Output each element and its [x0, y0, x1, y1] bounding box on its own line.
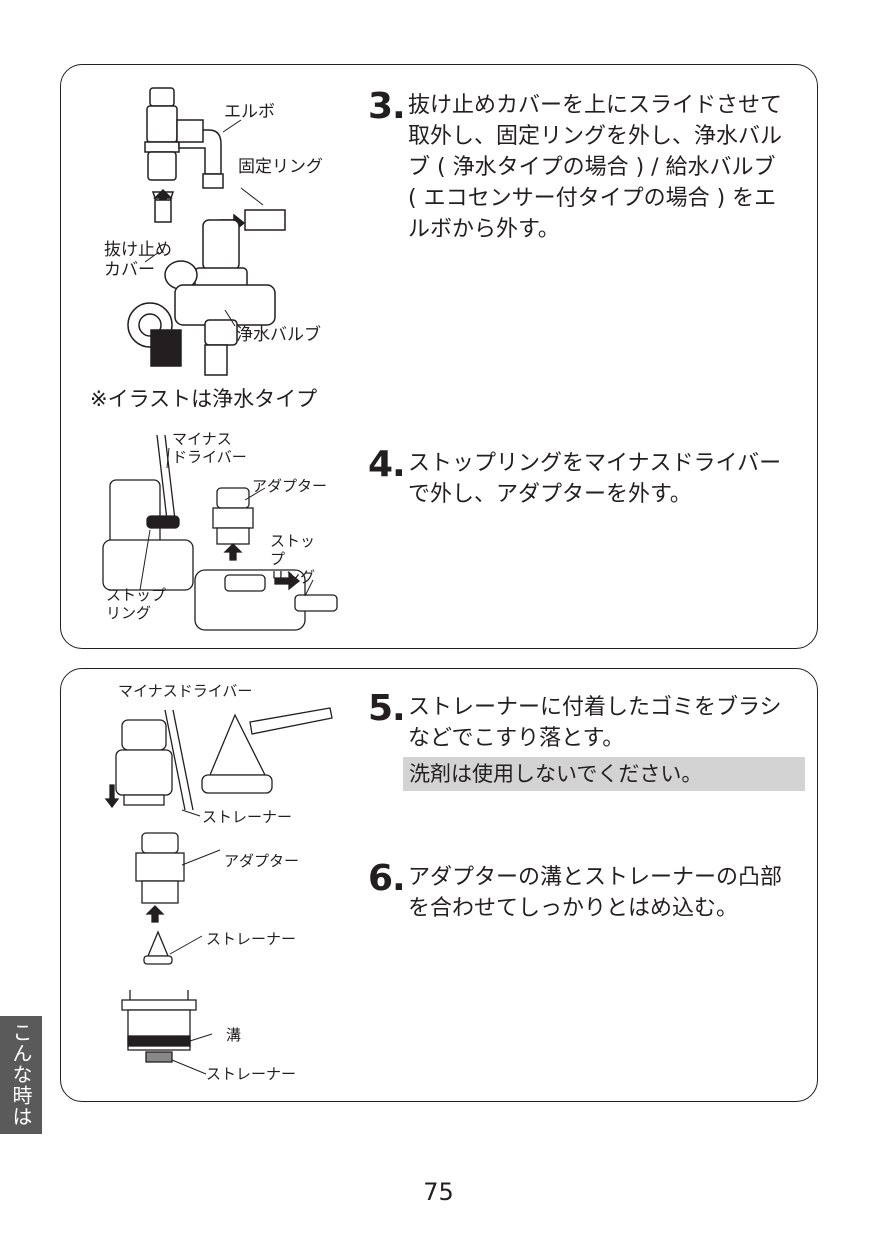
step-5: 5. ストレーナーに付着したゴミをブラシ などでこすり落とす。 [368, 688, 808, 762]
label-strainer: ストレーナー [202, 808, 293, 826]
step-number: 5. [368, 688, 406, 729]
label-driver: マイナスドライバー [118, 682, 253, 700]
section-tab: こんな時は [0, 1016, 42, 1134]
step-6: 6. アダプターの溝とストレーナーの凸部 を合わせてしっかりとはめ込む。 [368, 858, 808, 932]
label-adapter: アダプター [252, 477, 328, 495]
strainer-cleaning-illustration [104, 707, 333, 1075]
illustration-remark: ※イラストは浄水タイプ [90, 387, 318, 411]
step-number: 6. [368, 858, 406, 899]
label-groove: 溝 [226, 1026, 242, 1044]
stop-ring-removal-illustration [102, 434, 338, 631]
valve-disassembly-illustration [127, 87, 286, 376]
label-strainer: ストレーナー [206, 1065, 297, 1083]
caution-note: 洗剤は使用しないでください。 [403, 757, 805, 791]
page-number: 75 [423, 1178, 454, 1206]
label-filter-valve: 浄水バルブ [236, 325, 321, 345]
step-text: ストップリングをマイナスドライバー で外し、アダプターを外す。 [408, 451, 782, 507]
instruction-panel-2 [60, 668, 818, 1102]
step-3: 3. 抜け止めカバーを上にスライドさせて 取外し、固定リングを外し、浄水バル ブ… [368, 86, 808, 250]
step-4: 4. ストップリングをマイナスドライバー で外し、アダプターを外す。 [368, 444, 808, 518]
step-number: 3. [368, 86, 406, 127]
label-fixing-ring: 固定リング [238, 157, 323, 177]
label-adapter: アダプター [224, 852, 300, 870]
step-text: 抜け止めカバーを上にスライドさせて 取外し、固定リングを外し、浄水バル ブ ( … [408, 93, 783, 242]
section-tab-label: こんな時は [9, 1022, 33, 1127]
label-elbow: エルボ [224, 102, 275, 122]
step-number: 4. [368, 444, 406, 485]
step-text: アダプターの溝とストレーナーの凸部 を合わせてしっかりとはめ込む。 [408, 865, 783, 921]
label-stop-ring: ストッ プ リング [270, 532, 316, 586]
label-stop-ring: ストップ リング [106, 586, 167, 622]
label-cover: 抜け止め カバー [104, 240, 172, 280]
label-strainer: ストレーナー [206, 930, 297, 948]
label-driver: マイナス ドライバー [172, 430, 247, 466]
step-text: ストレーナーに付着したゴミをブラシ などでこすり落とす。 [408, 695, 782, 751]
instruction-panel-1 [60, 64, 818, 649]
